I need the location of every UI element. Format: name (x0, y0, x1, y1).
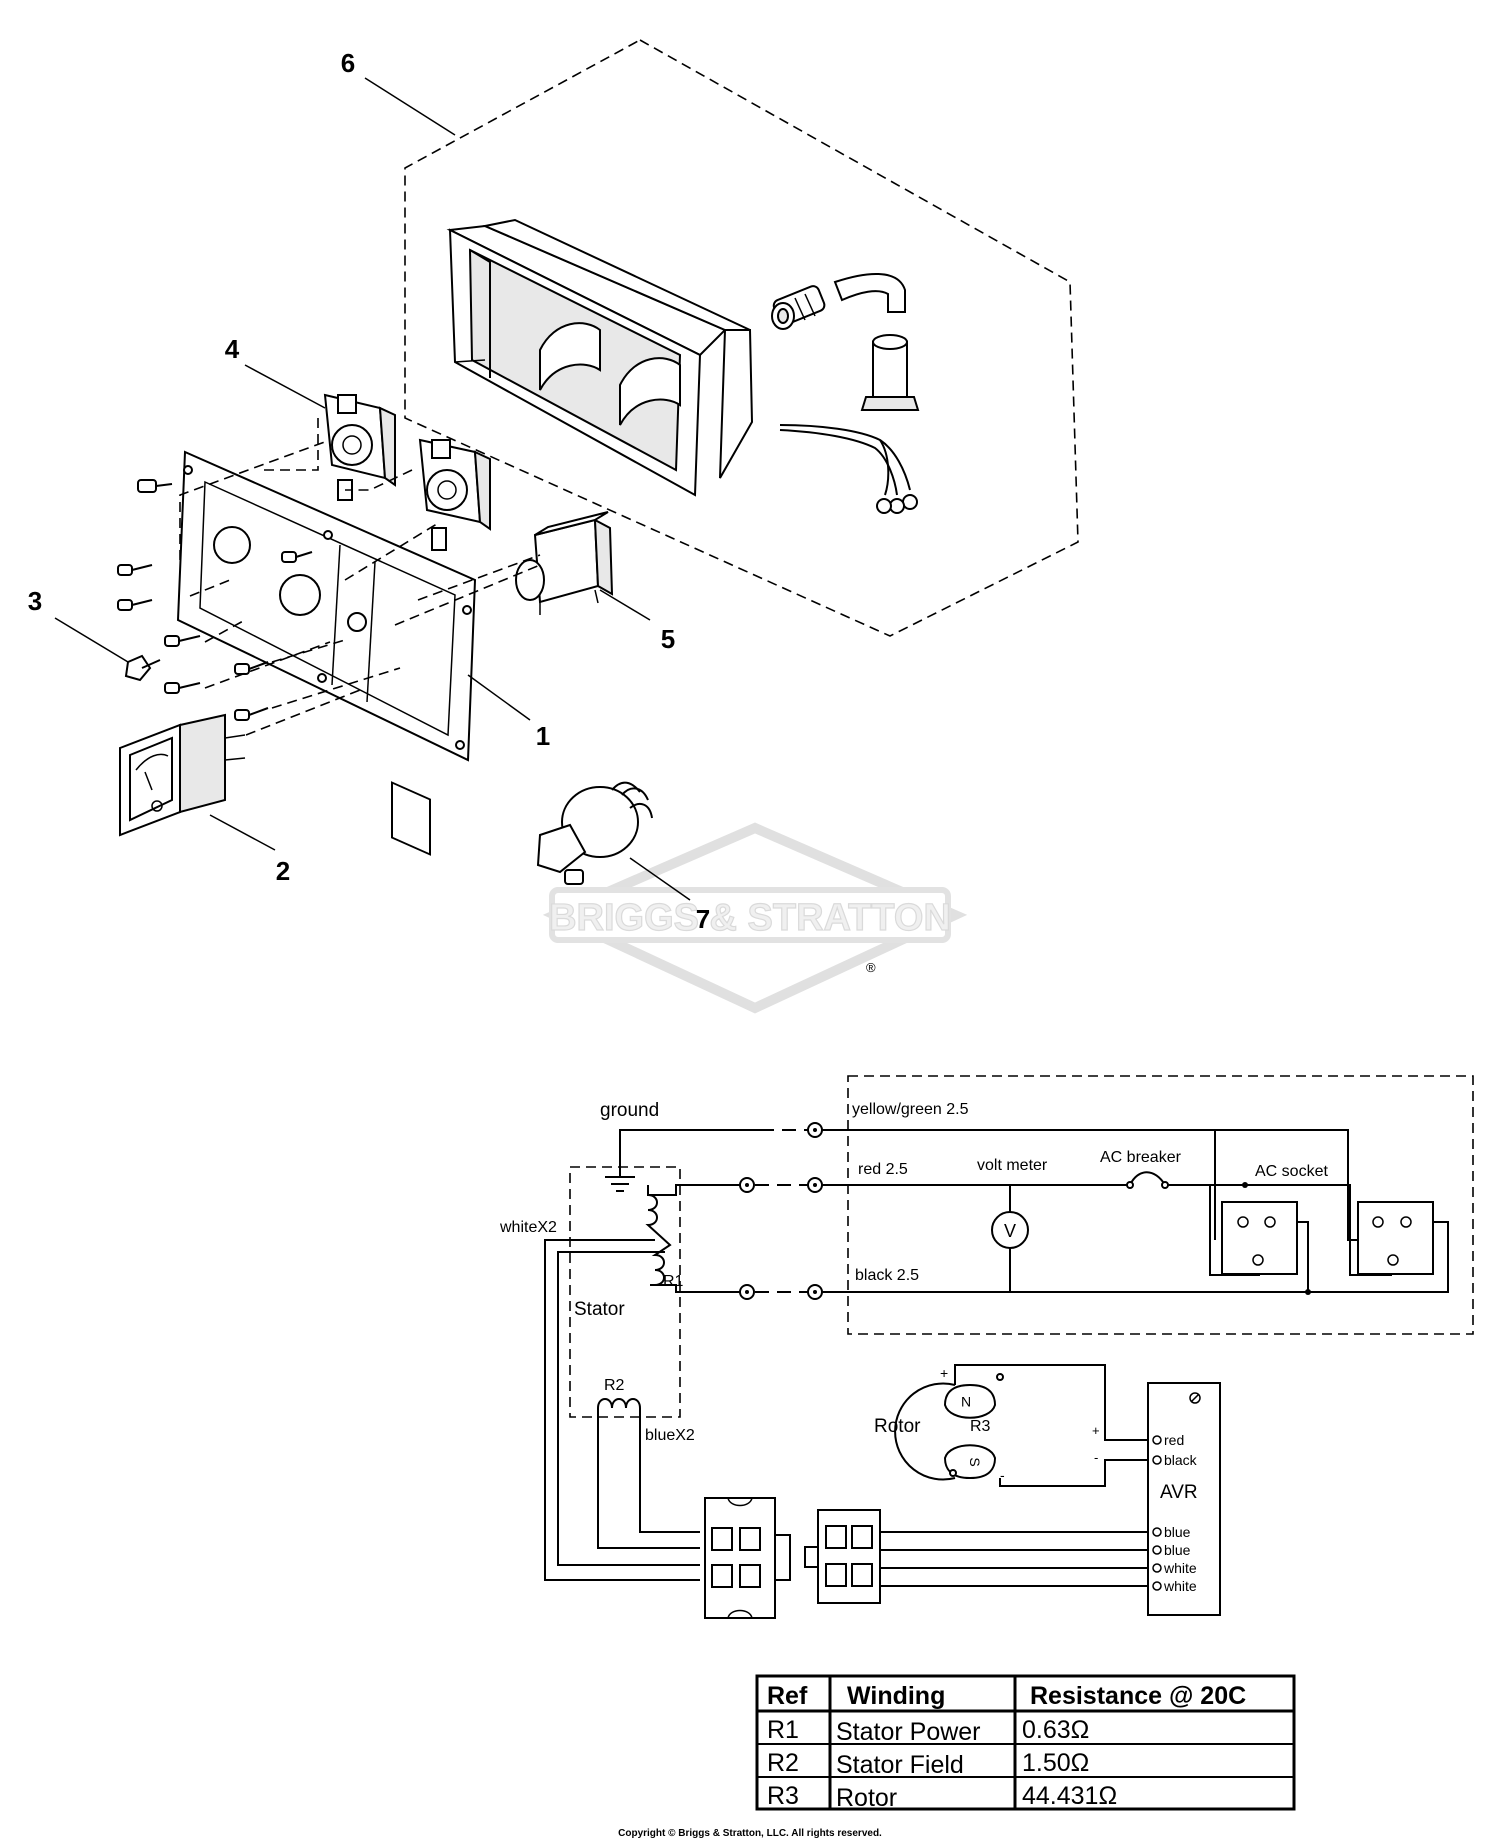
label-red-wire: red 2.5 (858, 1161, 908, 1178)
label-yellow-green-wire: yellow/green 2.5 (852, 1101, 969, 1118)
label-r1: R1 (663, 1273, 684, 1290)
table-cell-r2-winding: Stator Field (836, 1751, 964, 1779)
volt-meter-symbol: V (1004, 1221, 1016, 1241)
label-volt-meter: volt meter (977, 1157, 1048, 1174)
table-cell-r1-resistance: 0.63Ω (1022, 1716, 1089, 1744)
breaker-part-5 (515, 511, 651, 621)
avr-terminal-white-2: white (1163, 1578, 1197, 1594)
callout-1: 1 (536, 721, 550, 751)
rotor-pole-s: S (967, 1457, 983, 1466)
cable-grommet (771, 285, 826, 330)
label-r3: R3 (970, 1418, 991, 1435)
avr-terminal-blue-1: blue (1164, 1524, 1191, 1540)
kit-6-group (364, 39, 1079, 637)
label-r2: R2 (604, 1377, 625, 1394)
label-ground: ground (600, 1100, 659, 1121)
ac-socket-2 (1357, 1201, 1434, 1275)
ac-socket-1 (1221, 1201, 1298, 1275)
callout-6-leader (364, 77, 456, 136)
label-ac-breaker: AC breaker (1100, 1149, 1182, 1166)
callout-7: 7 (696, 904, 710, 934)
cylinder-part (860, 334, 920, 411)
panel-screws (117, 479, 313, 721)
avr-module: AVR red black blue blue white white (1147, 1382, 1221, 1616)
rotor-minus: - (1000, 1467, 1005, 1483)
table-header-winding: Winding (847, 1682, 945, 1710)
wing-nut-part-3 (54, 617, 161, 682)
table-header-resistance: Resistance @ 20C (1030, 1682, 1246, 1710)
avr-minus: - (1094, 1450, 1098, 1465)
avr-terminal-black: black (1164, 1452, 1198, 1468)
stator-dashed-outline (569, 1166, 681, 1418)
rotor-pole-n: N (961, 1394, 971, 1410)
briggs-stratton-watermark: BRIGGS & STRATTON ® (542, 822, 968, 1014)
label-blue-x2: blueX2 (645, 1427, 695, 1444)
elbow-connector (833, 273, 906, 313)
table-cell-r3-winding: Rotor (836, 1784, 897, 1812)
avr-label: AVR (1160, 1482, 1198, 1503)
label-ac-socket: AC socket (1255, 1163, 1328, 1180)
label-rotor: Rotor (874, 1416, 921, 1437)
rotor-symbol: N S + - + - (894, 1364, 1148, 1487)
table-cell-r3-ref: R3 (767, 1782, 799, 1810)
control-box-housing (446, 218, 754, 497)
table-header-ref: Ref (767, 1682, 808, 1710)
watermark-registered: ® (866, 960, 876, 975)
callout-2: 2 (276, 856, 290, 886)
key-switch-part-7 (536, 781, 691, 901)
watermark-text: BRIGGS & STRATTON (549, 897, 951, 939)
rotor-plus: + (940, 1365, 948, 1381)
label-black-wire: black 2.5 (855, 1267, 919, 1284)
avr-terminal-blue-2: blue (1164, 1542, 1191, 1558)
callout-3: 3 (28, 586, 42, 616)
volt-meter-part-2 (119, 713, 276, 851)
outlet-part-4b (418, 438, 491, 551)
wire-harness (779, 424, 918, 514)
control-box-dashed-outline (847, 1075, 1474, 1335)
callout-5: 5 (661, 624, 675, 654)
avr-plus: + (1092, 1423, 1100, 1438)
callout-6: 6 (341, 48, 355, 78)
label-white-x2: whiteX2 (499, 1219, 557, 1236)
alignment-dashed-lines (179, 418, 541, 736)
outlet-part-4a (244, 364, 396, 501)
wiring-schematic: ground yellow/green 2.5 red 2.5 black 2.… (499, 1075, 1474, 1619)
table-cell-r1-ref: R1 (767, 1716, 799, 1744)
table-cell-r2-resistance: 1.50Ω (1022, 1749, 1089, 1777)
kit-6-dashed-outline (404, 39, 1079, 637)
table-cell-r2-ref: R2 (767, 1749, 799, 1777)
avr-terminal-white-1: white (1163, 1560, 1197, 1576)
resistance-table: Ref Winding Resistance @ 20C R1 Stator P… (755, 1674, 1296, 1812)
table-cell-r1-winding: Stator Power (836, 1718, 981, 1746)
table-cell-r3-resistance: 44.431Ω (1022, 1782, 1117, 1810)
avr-terminal-red: red (1164, 1432, 1184, 1448)
connector-avr-side (804, 1509, 881, 1604)
copyright-notice: Copyright © Briggs & Stratton, LLC. All … (618, 1828, 882, 1839)
label-stator: Stator (574, 1299, 625, 1320)
connector-stator-side (704, 1497, 791, 1619)
callout-4: 4 (225, 334, 240, 364)
control-panel-part-1 (176, 450, 531, 856)
